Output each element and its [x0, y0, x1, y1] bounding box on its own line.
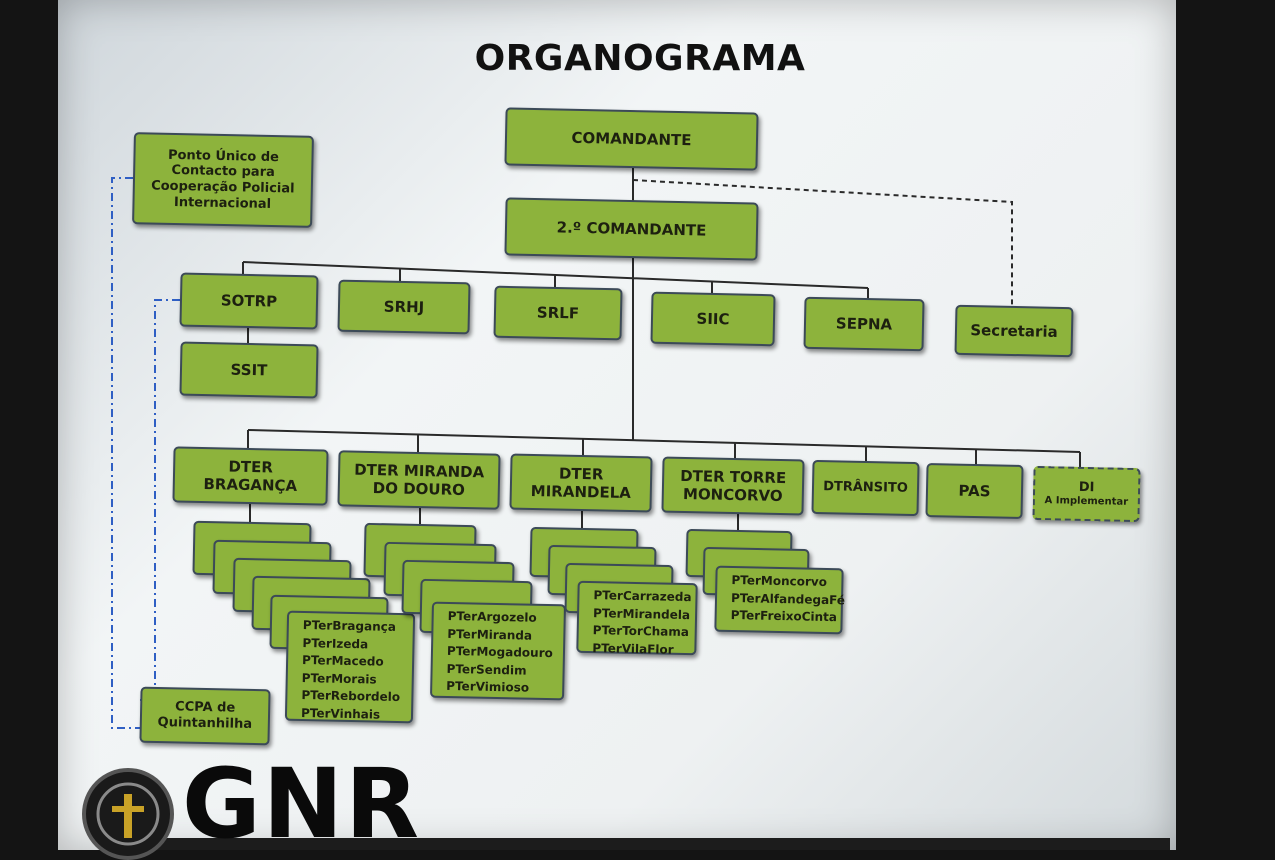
post-item: PTerRebordelo [301, 687, 401, 705]
dter-mirandela-box: DTER MIRANDELA [509, 453, 653, 513]
dter-braganca-box: DTER BRAGANÇA [172, 446, 329, 506]
ponto-unico-box: Ponto Único de Contacto para Cooperação … [132, 132, 314, 228]
moncorvo-posts-list: PTerMoncorvo PTerAlfandegaFé PTerFreixoC… [714, 565, 846, 635]
di-box: DI A Implementar [1032, 465, 1141, 523]
mirandela-posts-list: PTerCarrazeda PTerMirandela PTerTorChama… [576, 580, 698, 656]
comandante-label: COMANDANTE [571, 128, 692, 150]
secretaria-box: Secretaria [954, 304, 1074, 358]
post-item: PTerTorChama [592, 623, 690, 640]
post-item: PTerMorais [301, 670, 377, 687]
post-item: PTerVilaFlor [592, 640, 674, 657]
post-item: PTerMogadouro [446, 643, 553, 661]
sotrp-box: SOTRP [179, 272, 319, 330]
post-item: PTerAlfandegaFé [730, 590, 846, 607]
dter-mirandela-line-1: DTER [558, 464, 604, 484]
dter-moncorvo-box: DTER TORRE MONCORVO [661, 456, 805, 516]
siic-box: SIIC [650, 291, 776, 347]
braganca-posts-list: PTerBragança PTerIzeda PTerMacedo PTerMo… [284, 610, 416, 724]
srhj-label: SRHJ [383, 297, 425, 317]
srlf-label: SRLF [536, 303, 580, 323]
srlf-box: SRLF [493, 285, 623, 341]
ccpa-line-2: Quintanhilha [157, 715, 253, 732]
dter-mirandela-line-2: MIRANDELA [530, 481, 632, 503]
post-item: PTerMoncorvo [731, 573, 828, 589]
ssit-label: SSIT [230, 360, 268, 380]
post-item: PTerFreixoCinta [730, 607, 838, 625]
ssit-box: SSIT [179, 341, 319, 399]
pas-box: PAS [925, 462, 1024, 520]
segundo-comandante-label: 2.º COMANDANTE [556, 218, 707, 240]
gnr-logo-text: GNR [182, 748, 422, 860]
di-label: DI [1078, 480, 1095, 496]
dtransito-label: DTRÂNSITO [822, 479, 909, 497]
post-item: PTerCarrazeda [593, 588, 692, 605]
dter-moncorvo-line-1: DTER TORRE [679, 466, 787, 488]
dter-miranda-box: DTER MIRANDA DO DOURO [337, 450, 501, 510]
ccpa-box: CCPA de Quintanhilha [139, 686, 271, 746]
dter-braganca-line-1: DTER [228, 457, 274, 477]
post-item: PTerBragança [302, 618, 397, 634]
sotrp-label: SOTRP [220, 291, 278, 311]
siic-label: SIIC [696, 309, 730, 329]
segundo-comandante-box: 2.º COMANDANTE [504, 197, 759, 261]
screen-bottom-edge [150, 838, 1170, 850]
pas-label: PAS [958, 481, 991, 501]
post-item: PTerIzeda [302, 635, 369, 651]
gnr-seal-icon [82, 768, 174, 860]
post-item: PTerMirandela [592, 605, 691, 622]
dter-miranda-line-2: DO DOURO [372, 479, 466, 499]
srhj-box: SRHJ [337, 279, 471, 335]
miranda-posts-list: PTerArgozelo PTerMiranda PTerMogadouro P… [430, 601, 566, 701]
comandante-box: COMANDANTE [504, 107, 759, 171]
ponto-unico-line-3: Cooperação Policial [150, 178, 295, 197]
secretaria-label: Secretaria [970, 321, 1058, 341]
post-item: PTerArgozelo [447, 608, 537, 625]
di-sublabel: A Implementar [1044, 494, 1129, 508]
sepna-label: SEPNA [835, 314, 893, 334]
dtransito-box: DTRÂNSITO [811, 459, 920, 517]
ponto-unico-line-4: Internacional [173, 194, 272, 212]
page-title: ORGANOGRAMA [474, 38, 806, 79]
sepna-box: SEPNA [803, 296, 925, 352]
ccpa-line-1: CCPA de [174, 699, 236, 717]
post-item: PTerVimioso [446, 678, 530, 695]
post-item: PTerVinhais [300, 705, 381, 722]
dter-moncorvo-line-2: MONCORVO [682, 484, 783, 506]
dter-braganca-line-2: BRAGANÇA [203, 475, 298, 495]
post-item: PTerMacedo [301, 652, 384, 669]
